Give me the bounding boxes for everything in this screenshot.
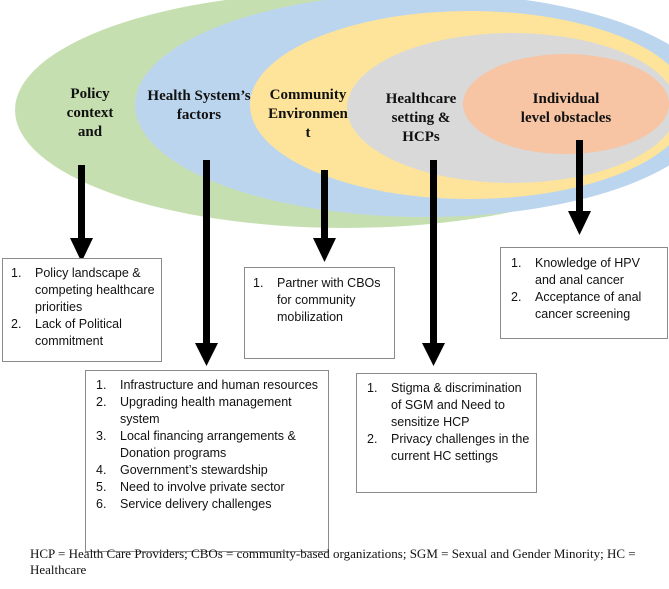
label-policy: Policy context and [50,85,130,142]
arrow-health-system [195,160,218,366]
item-text: Government’s stewardship [120,463,268,477]
label-line: and [77,124,103,140]
label-line: Individual [532,91,600,107]
item-number: 2. [96,395,107,409]
list-item: 1. Knowledge of HPV and anal cancer [511,255,661,289]
label-healthcare-setting: Healthcare setting & HCPs [376,90,466,147]
label-line: factors [176,107,222,123]
label-line: t [305,125,311,141]
label-line: Community [269,87,347,103]
item-text: Partner with CBOs for community mobiliza… [277,276,381,324]
item-number: 2. [367,432,378,446]
item-text: Privacy challenges in the current HC set… [391,432,530,463]
box-policy: 1. Policy landscape & competing healthcar… [2,258,162,362]
item-number: 4. [96,463,107,477]
list-item: 1. Infrastructure and human resources [96,377,322,394]
item-text: Policy landscape & competing healthcare … [35,266,155,314]
label-individual: Individual level obstacles [504,90,628,128]
item-text: Lack of Political commitment [35,317,122,348]
box-community: 1. Partner with CBOs for community mobili… [244,267,395,359]
item-number: 1. [367,381,378,395]
box-individual: 1. Knowledge of HPV and anal cancer 2. Acc… [500,247,668,339]
item-text: Knowledge of HPV and anal cancer [535,256,640,287]
footnote: HCP = Health Care Providers; CBOs = comm… [30,546,636,577]
item-number: 3. [96,429,107,443]
item-text: Upgrading health management system [120,395,292,426]
item-number: 5. [96,480,107,494]
item-text: Acceptance of anal cancer screening [535,290,642,321]
list-item: 4. Government’s stewardship [96,462,322,479]
arrow-individual [568,140,591,235]
label-line: level obstacles [520,110,612,126]
item-text: Need to involve private sector [120,480,285,494]
arrow-policy [70,165,93,262]
list-item: 6. Service delivery challenges [96,496,322,513]
box-healthcare-setting: 1. Stigma & discrimination of SGM and Nee… [356,373,537,493]
list-item: 3. Local financing arrangements & Donatio… [96,428,322,462]
list-item: 2. Lack of Political commitment [11,316,155,350]
item-number: 2. [511,290,522,304]
label-health-system: Health System’s factors [136,87,262,125]
label-line: setting & [391,110,451,126]
list-item: 2. Upgrading health management system [96,394,322,428]
list-item: 2. Privacy challenges in the current HC s… [367,431,530,465]
label-line: Environmen [268,106,348,122]
box-health-system: 1. Infrastructure and human resources 2. U… [85,370,329,552]
arrow-healthcare [422,160,445,366]
item-text: Infrastructure and human resources [120,378,319,392]
label-line: Health System’s [147,88,251,104]
arrow-community [313,170,336,262]
item-text: Service delivery challenges [120,497,272,511]
label-line: HCPs [402,129,440,145]
label-line: context [66,105,114,121]
list-item: 1. Partner with CBOs for community mobili… [253,275,388,326]
item-number: 2. [11,317,22,331]
item-number: 1. [96,378,107,392]
label-community: Community Environmen t [258,86,358,143]
item-number: 6. [96,497,107,511]
item-number: 1. [253,276,264,290]
label-line: Policy [70,86,110,102]
item-number: 1. [511,256,522,270]
item-number: 1. [11,266,22,280]
list-item: 2. Acceptance of anal cancer screening [511,289,661,323]
list-item: 5. Need to involve private sector [96,479,322,496]
ellipse-individual [463,54,669,154]
item-text: Local financing arrangements & Donation … [120,429,296,460]
list-item: 1. Stigma & discrimination of SGM and Nee… [367,380,530,431]
item-text: Stigma & discrimination of SGM and Need … [391,381,522,429]
label-line: Healthcare [385,91,457,107]
list-item: 1. Policy landscape & competing healthcar… [11,265,155,316]
